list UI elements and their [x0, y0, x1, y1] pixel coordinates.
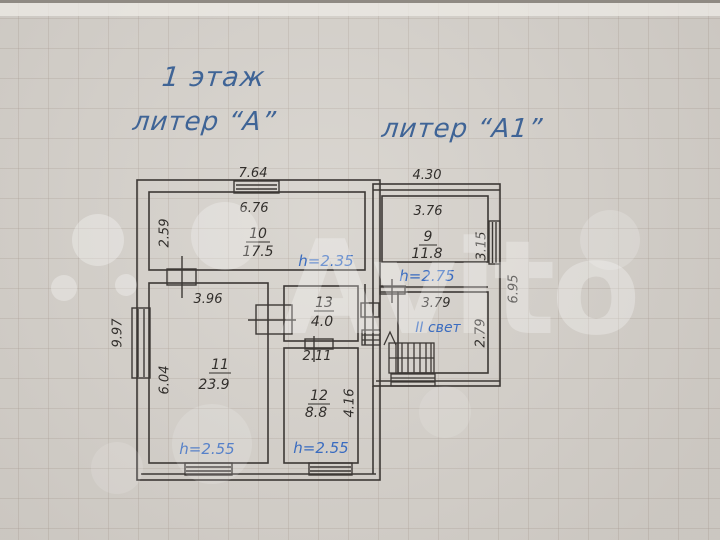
room-13-area: 4.0	[311, 314, 333, 330]
dim-room9-width: 3.76	[414, 204, 443, 219]
dim-room13-width: 2.11	[303, 349, 332, 364]
door-room13-room12	[304, 338, 334, 350]
room-10-walls	[148, 191, 366, 271]
window-room11-bottom	[184, 462, 233, 476]
room-number-underlines	[209, 241, 437, 405]
room-11-area: 23.9	[198, 377, 229, 393]
room-12-number: 12	[310, 388, 328, 404]
paper-top-light-band	[0, 3, 720, 16]
windows	[131, 180, 501, 476]
room-10-number: 10	[249, 226, 267, 242]
window-room10-top	[233, 180, 280, 194]
dim-room12-depth: 4.16	[343, 389, 358, 418]
avito-logo-dot	[51, 275, 77, 301]
avito-logo-dot	[191, 202, 259, 270]
window-room12-bottom	[308, 462, 353, 476]
room-11-ceiling-height: h=2.55	[179, 440, 234, 458]
second-light-label: II свет	[415, 320, 461, 336]
room-10-ceiling-height: h=2.35	[298, 252, 353, 270]
blue-annotations: h=2.35 h=2.75 h=2.55 h=2.55 II свет	[179, 252, 461, 458]
room-10-area: 17.5	[242, 244, 273, 260]
avito-watermark-text: Avito	[280, 212, 637, 364]
door-room13-stair-hall	[360, 302, 380, 318]
dim-room9-depth: 3.15	[475, 232, 490, 261]
dim-room10-depth: 2.59	[158, 219, 173, 248]
building-a1-outer-wall	[372, 183, 501, 387]
dim-building-a-left: 9.97	[111, 318, 126, 348]
dim-building-a1-right: 6.95	[507, 275, 522, 304]
dim-second-light-width: 3.79	[422, 296, 451, 311]
watermark-blob	[580, 210, 640, 270]
dim-building-a1-top: 4.30	[413, 168, 442, 183]
room-13-number: 13	[315, 295, 333, 311]
dim-room11-width: 3.96	[194, 292, 223, 307]
window-room11-left	[131, 307, 151, 379]
avito-logo-dot	[72, 214, 124, 266]
avito-logo-dot	[115, 274, 137, 296]
stair-landing-steps	[390, 373, 436, 387]
room-9-walls	[381, 195, 489, 263]
room-13-walls	[283, 285, 359, 342]
room-11-number: 11	[211, 357, 229, 373]
room-12-area: 8.8	[305, 405, 327, 421]
stair-direction-arrow	[383, 330, 397, 346]
room-9-area: 11.8	[411, 246, 442, 262]
dimension-labels: 7.64 4.30 6.76 2.59 3.76 3.15 6.95 9.97 …	[111, 166, 522, 417]
watermark-blob	[91, 442, 143, 494]
watermark-blob	[172, 404, 252, 484]
room-9-ceiling-height: h=2.75	[399, 267, 454, 285]
dim-room11-depth: 6.04	[158, 366, 173, 395]
dim-second-light-depth: 2.79	[474, 319, 489, 348]
second-light-room-walls	[397, 291, 489, 374]
watermark-blob	[419, 386, 471, 438]
dim-building-a-top: 7.64	[239, 166, 268, 181]
doors	[166, 256, 406, 362]
staircase	[361, 329, 436, 387]
room-9-number: 9	[424, 229, 433, 245]
stair-lower-steps	[361, 329, 381, 346]
window-room9-right	[488, 220, 501, 265]
room-12-ceiling-height: h=2.55	[293, 439, 348, 457]
paper-top-edge	[0, 0, 720, 3]
avito-watermark: Avito	[51, 202, 641, 494]
room-labels: 10 17.5 9 11.8 11 23.9 13 4.0 12 8.8	[198, 226, 442, 421]
dim-room10-width: 6.76	[240, 201, 269, 216]
